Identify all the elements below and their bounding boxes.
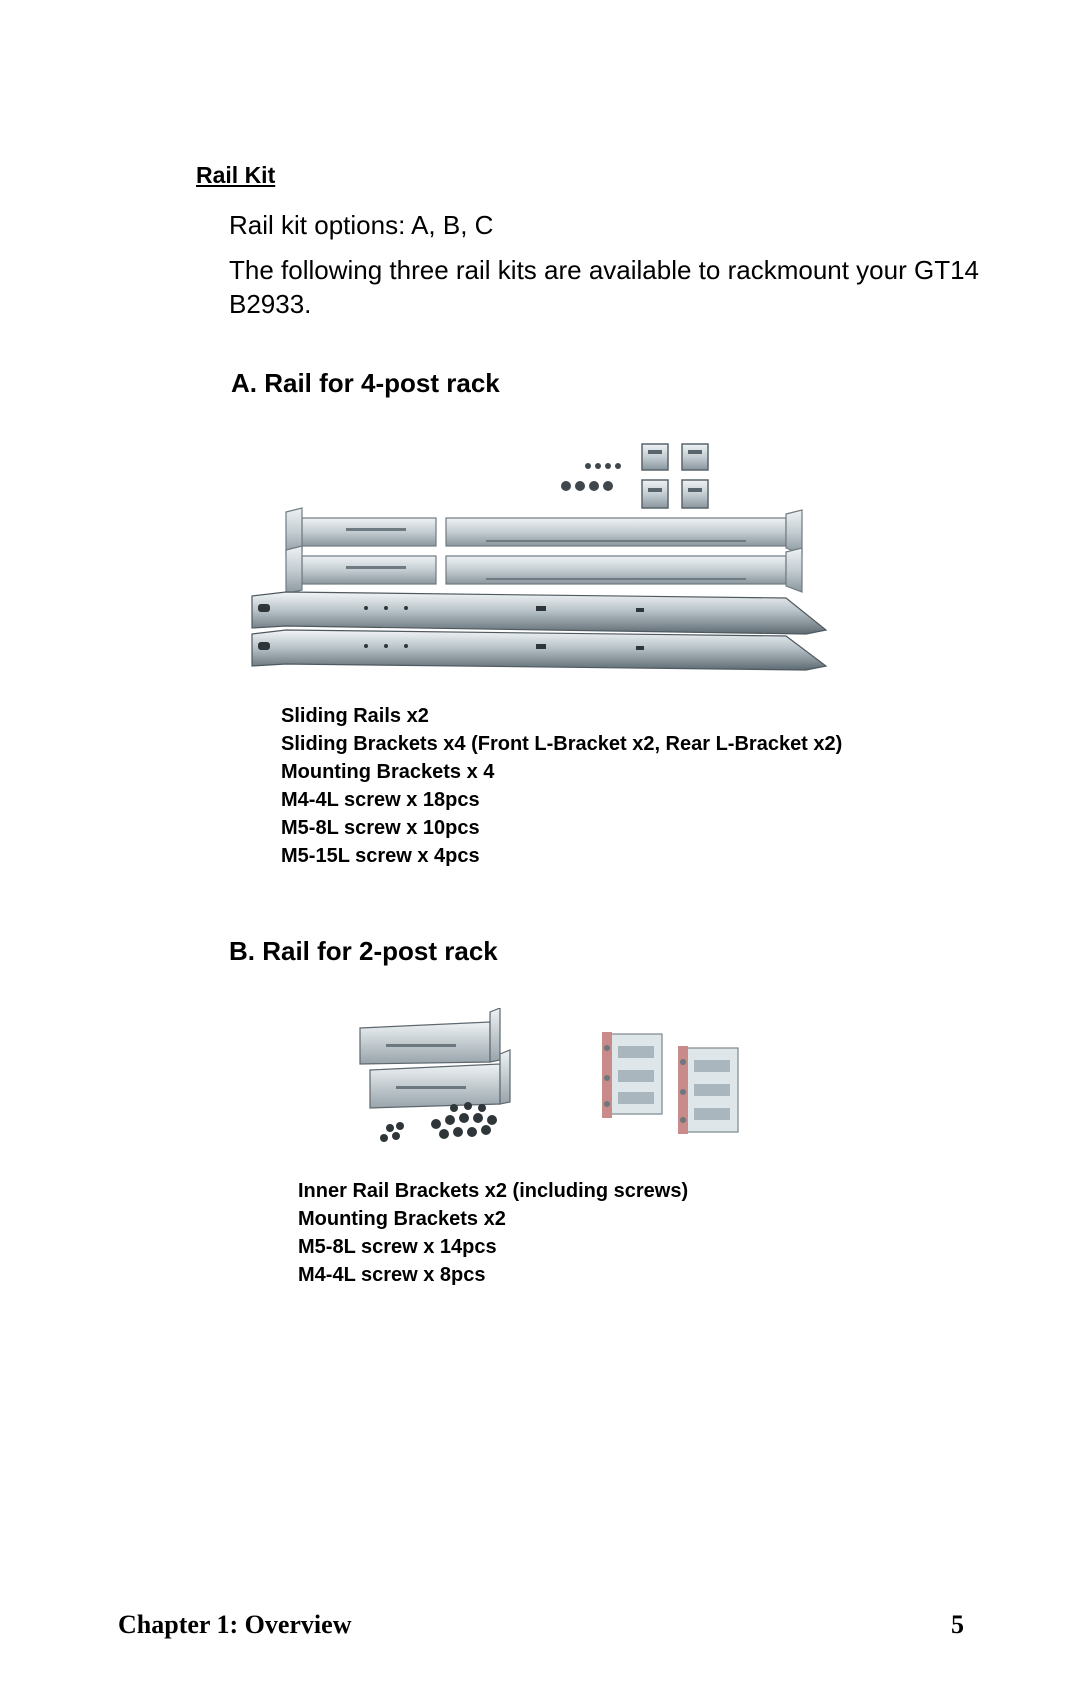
list-item: M5-8L screw x 10pcs [281, 817, 480, 839]
footer-chapter-title: Chapter 1: Overview [118, 1610, 352, 1639]
section-heading: Rail Kit [196, 162, 276, 188]
rail-kit-options-text: Rail kit options: A, B, C [229, 210, 494, 240]
intro-paragraph: The following three rail kits are availa… [229, 255, 980, 319]
list-item: Mounting Brackets x2 [298, 1208, 506, 1230]
inner-rail-brackets-photo [359, 1008, 511, 1142]
kit-b-item-list: Inner Rail Brackets x2 (including screws… [298, 1177, 688, 1289]
list-item: Mounting Brackets x 4 [281, 761, 495, 783]
four-post-rail-kit-photo [251, 443, 828, 671]
footer-page-number: 5 [951, 1610, 964, 1639]
list-item: M4-4L screw x 8pcs [298, 1264, 486, 1286]
list-item: M4-4L screw x 18pcs [281, 789, 480, 811]
list-item: M5-8L screw x 14pcs [298, 1236, 497, 1258]
list-item: M5-15L screw x 4pcs [281, 845, 480, 867]
list-item: Inner Rail Brackets x2 (including screws… [298, 1180, 689, 1202]
list-item: Sliding Rails x2 [281, 705, 429, 727]
kit-a-heading: A. Rail for 4-post rack [231, 368, 500, 398]
list-item: Sliding Brackets x4 (Front L-Bracket x2,… [281, 733, 843, 755]
kit-b-heading: B. Rail for 2-post rack [229, 936, 498, 966]
kit-a-item-list: Sliding Rails x2 Sliding Brackets x4 (Fr… [281, 702, 842, 870]
mounting-brackets-photo [602, 1032, 739, 1134]
